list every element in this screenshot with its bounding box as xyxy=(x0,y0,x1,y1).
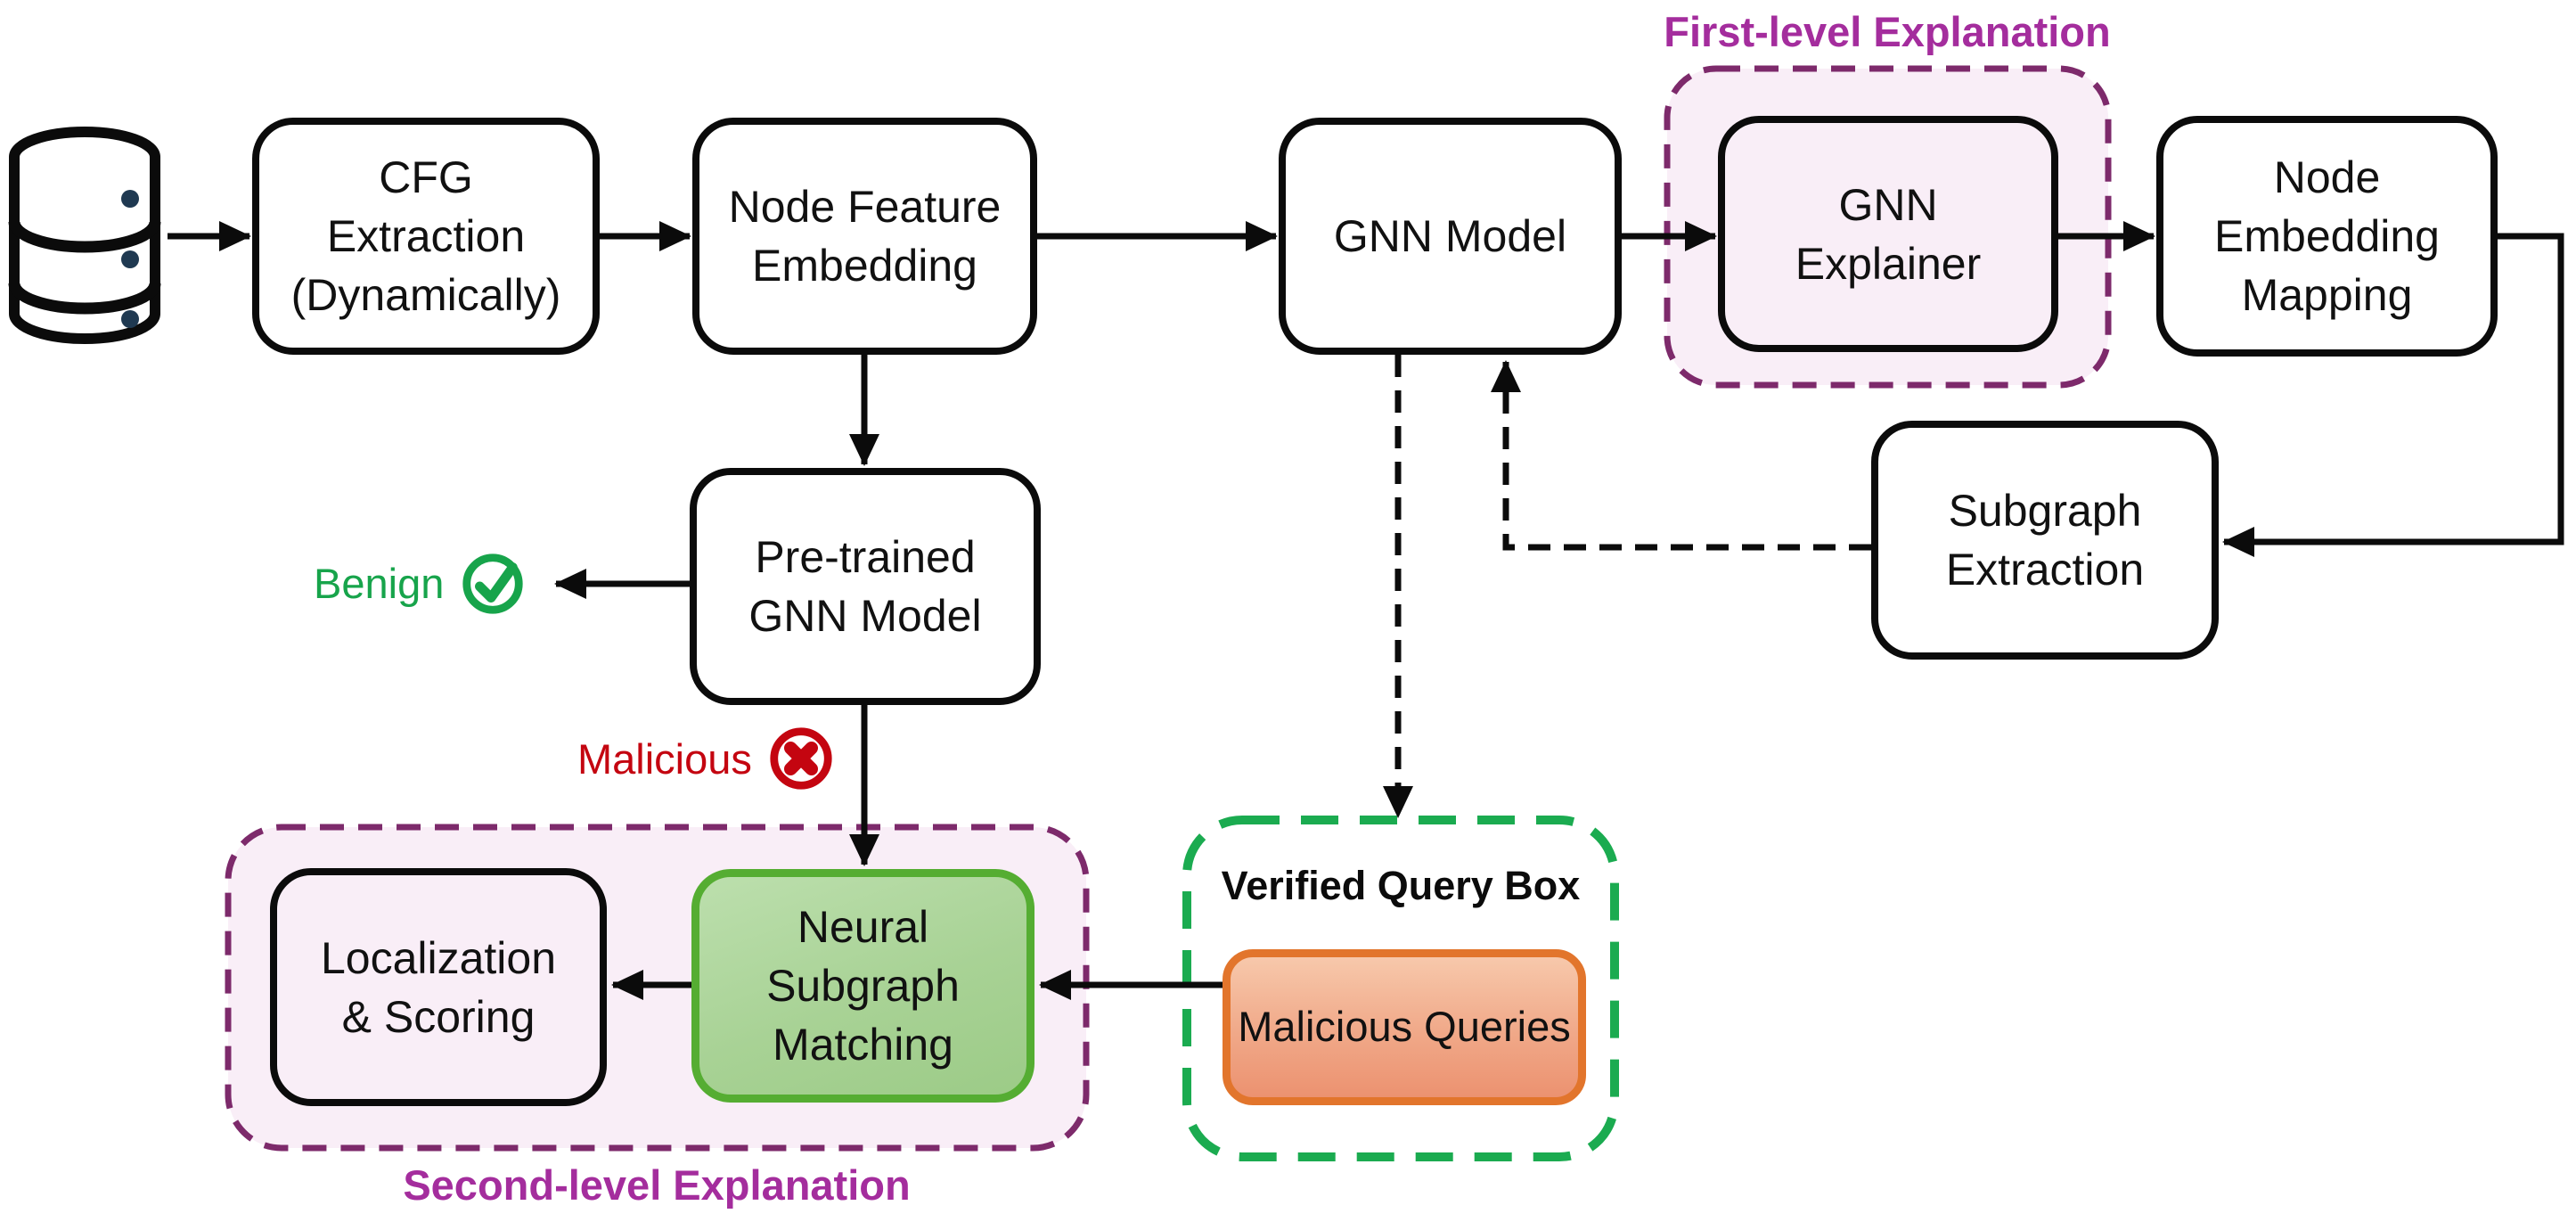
node-pretrained-gnn-model: Pre-trained GNN Model xyxy=(690,468,1041,705)
node-subgraph-extraction: Subgraph Extraction xyxy=(1871,421,2219,660)
arrow-embedding-mapping-to-subgraph-extraction xyxy=(2222,233,2564,557)
malicious-verdict: Malicious xyxy=(577,724,836,793)
database-icon xyxy=(8,127,161,344)
benign-label: Benign xyxy=(314,559,445,607)
checkmark-icon xyxy=(462,554,523,614)
node-node-embedding-mapping: Node Embedding Mapping xyxy=(2156,116,2498,357)
node-malicious-queries: Malicious Queries xyxy=(1223,949,1586,1105)
node-gnn-explainer: GNN Explainer xyxy=(1718,116,2058,352)
dashed-arrow-subgraph-to-gnn-model xyxy=(1491,360,1871,551)
first-level-explanation-title: First-level Explanation xyxy=(1664,8,2111,55)
x-cross-icon xyxy=(770,727,832,790)
benign-verdict: Benign xyxy=(314,548,527,618)
node-neural-subgraph-matching: Neural Subgraph Matching xyxy=(691,869,1034,1103)
malicious-label: Malicious xyxy=(577,734,752,783)
second-level-explanation-title: Second-level Explanation xyxy=(403,1161,911,1209)
verified-query-box-title: Verified Query Box xyxy=(1221,863,1581,908)
node-gnn-model: GNN Model xyxy=(1279,118,1622,355)
node-node-feature-embedding: Node Feature Embedding xyxy=(692,118,1037,355)
node-localization-scoring: Localization & Scoring xyxy=(270,868,607,1106)
node-cfg-extraction: CFG Extraction (Dynamically) xyxy=(252,118,600,355)
